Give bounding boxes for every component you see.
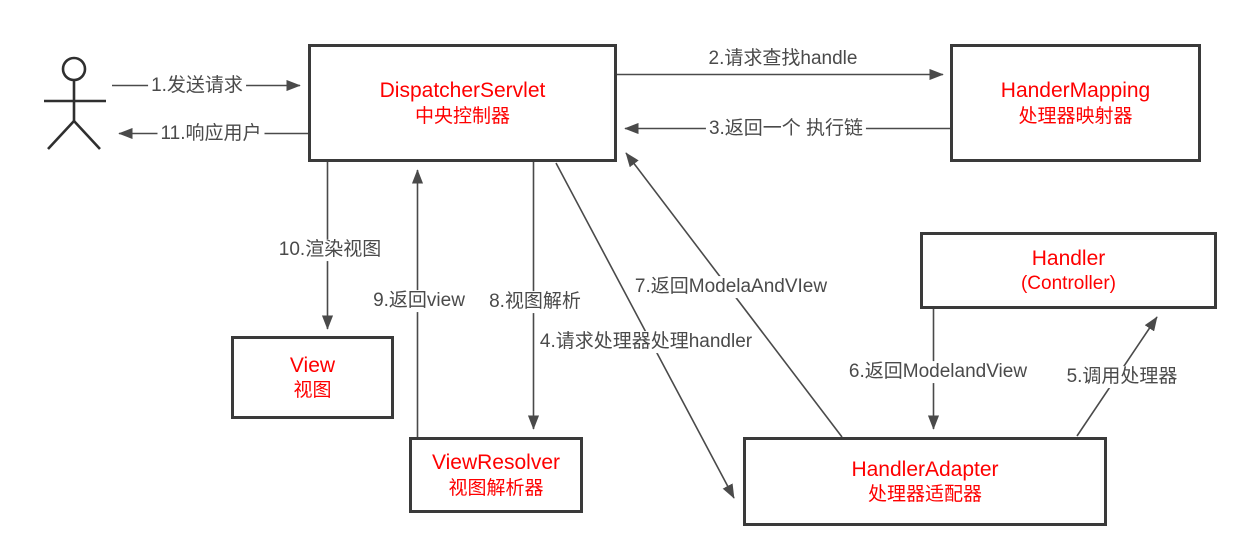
box-title: View [289, 353, 336, 377]
box-subtitle: 视图 [293, 380, 332, 402]
box-title: ViewResolver [432, 451, 560, 475]
box-subtitle: 处理器映射器 [1018, 105, 1133, 127]
arrow-label-1: 1.发送请求 [148, 75, 246, 97]
box-view-resolver: ViewResolver 视图解析器 [409, 437, 583, 513]
box-handler-adapter: HandlerAdapter 处理器适配器 [743, 437, 1107, 526]
box-view: View 视图 [231, 336, 394, 419]
arrow-label-9: 9.返回view [370, 290, 468, 312]
box-title: HanderMapping [1000, 79, 1151, 103]
arrow-4-request-handler [555, 162, 735, 499]
arrow-label-10: 10.渲染视图 [275, 239, 385, 261]
box-subtitle: 处理器适配器 [867, 484, 982, 506]
box-dispatcher-servlet: DispatcherServlet 中央控制器 [308, 44, 617, 162]
box-subtitle: 视图解析器 [448, 477, 544, 499]
arrow-label-8: 8.视图解析 [486, 291, 584, 313]
box-title: Handler [1031, 246, 1106, 270]
arrow-label-6: 6.返回ModelandView [845, 361, 1031, 383]
box-title: DispatcherServlet [379, 79, 546, 103]
arrow-label-3: 3.返回一个 执行链 [705, 118, 867, 140]
arrow-label-7: 7.返回ModelaAndVIew [631, 276, 831, 298]
arrow-label-5: 5.调用处理器 [1063, 366, 1181, 388]
stick-figure-user-icon [44, 56, 106, 150]
arrow-label-2: 2.请求查找handle [705, 48, 861, 70]
box-title: HandlerAdapter [851, 457, 999, 481]
arrow-label-4: 4.请求处理器处理handler [536, 331, 756, 353]
box-subtitle: 中央控制器 [414, 105, 510, 127]
box-handler-mapping: HanderMapping 处理器映射器 [950, 44, 1201, 162]
arrow-label-11: 11.响应用户 [157, 123, 265, 145]
box-subtitle: (Controller) [1020, 273, 1117, 295]
box-handler-controller: Handler (Controller) [920, 232, 1217, 309]
